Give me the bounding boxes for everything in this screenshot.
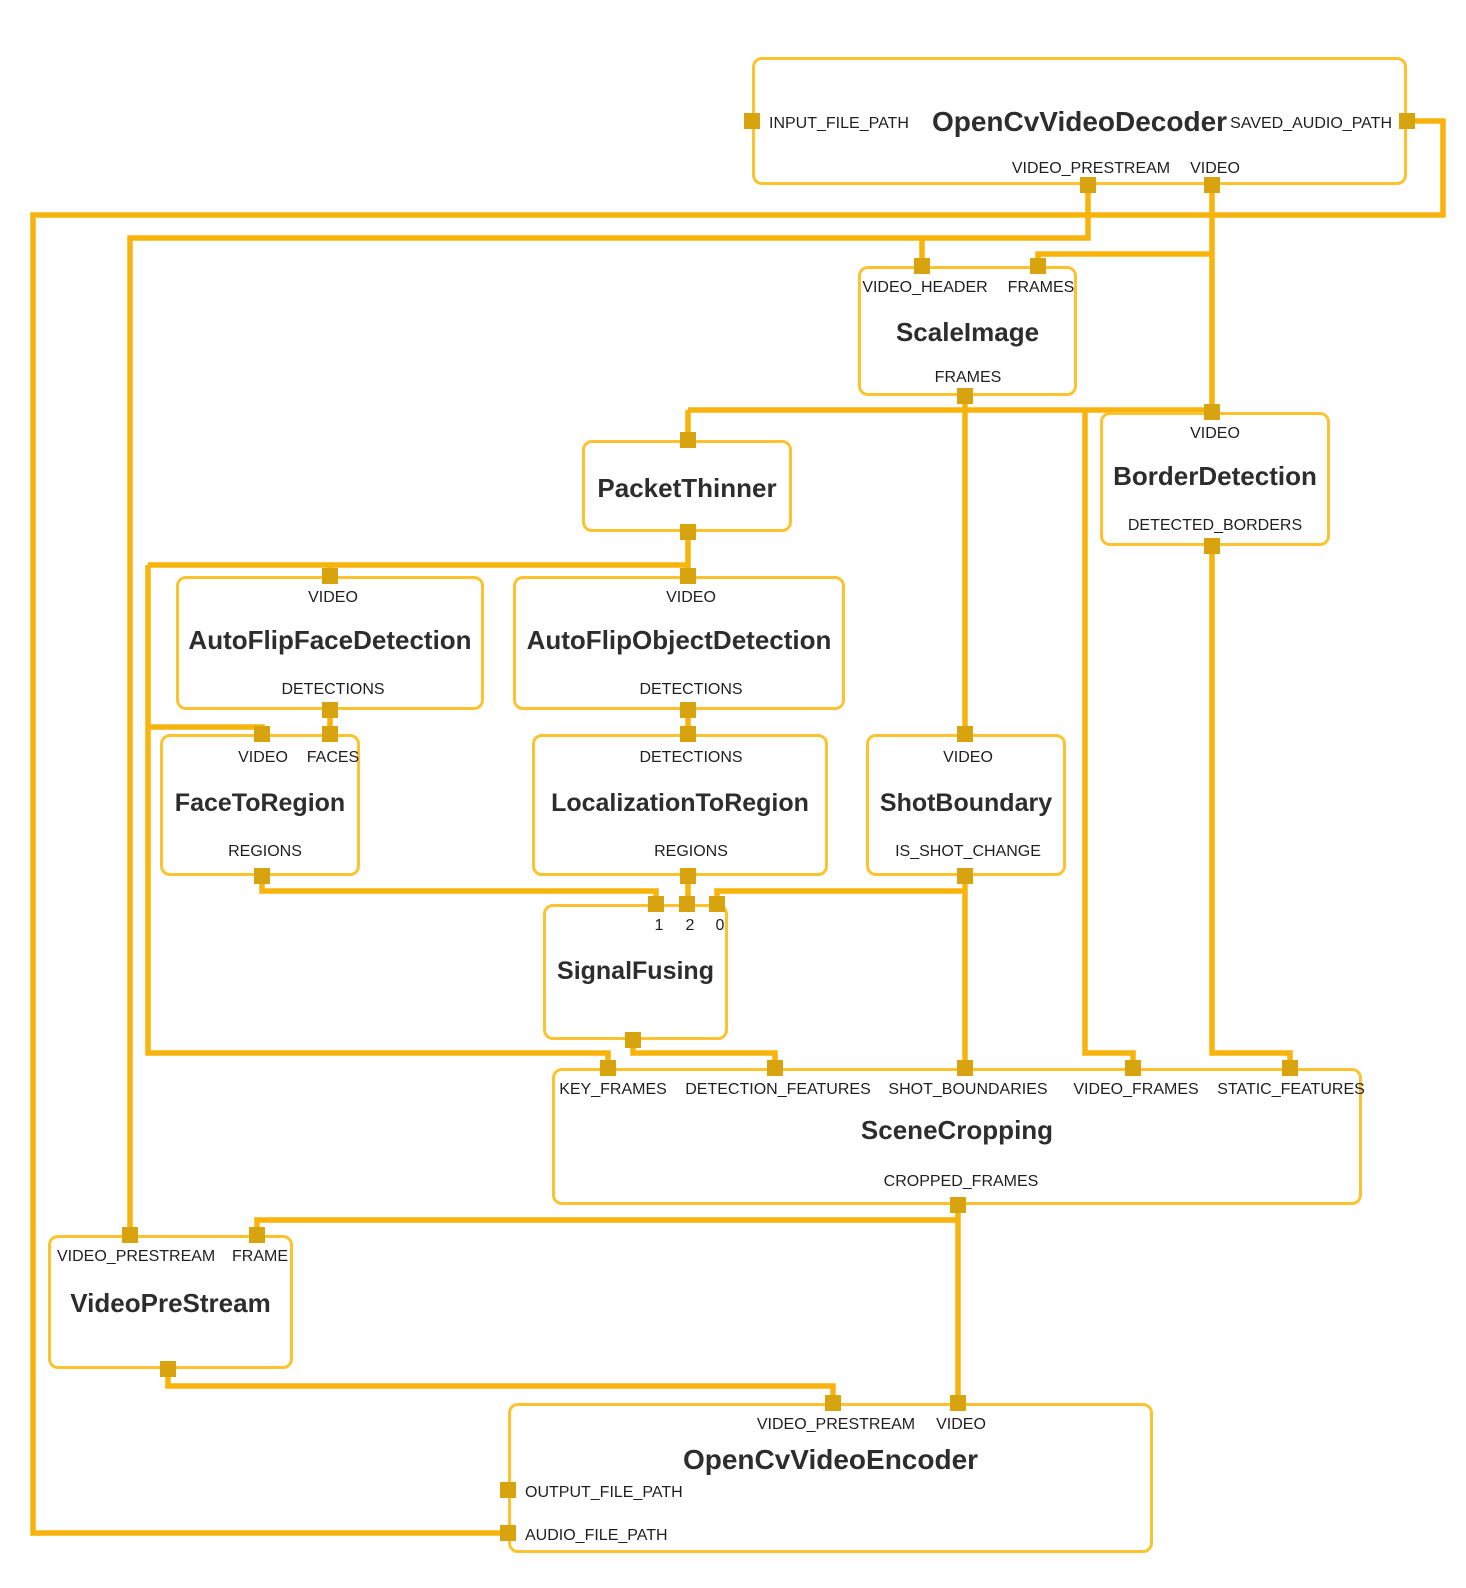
- node-title: ShotBoundary: [879, 789, 1053, 817]
- node-title: FaceToRegion: [174, 789, 346, 817]
- node-autoflip-object-detection[interactable]: VIDEO AutoFlipObjectDetection DETECTIONS: [513, 576, 845, 710]
- port-label-video-prestream: VIDEO_PRESTREAM: [756, 1416, 916, 1433]
- node-opencv-video-decoder[interactable]: INPUT_FILE_PATH OpenCvVideoDecoder SAVED…: [752, 57, 1407, 185]
- port-label-0: 0: [715, 917, 725, 934]
- port-label-output-file-path: OUTPUT_FILE_PATH: [525, 1484, 683, 1501]
- node-scale-image[interactable]: VIDEO_HEADER FRAMES ScaleImage FRAMES: [858, 266, 1077, 396]
- port-label-video: VIDEO: [943, 749, 993, 766]
- port-label-detections: DETECTIONS: [639, 749, 743, 766]
- edge-shot-change-to-fusing-0: [714, 888, 965, 904]
- port-label-video-prestream: VIDEO_PRESTREAM: [57, 1248, 216, 1265]
- node-autoflip-face-detection[interactable]: VIDEO AutoFlipFaceDetection DETECTIONS: [176, 576, 484, 710]
- node-title: BorderDetection: [1113, 461, 1317, 491]
- node-title: AutoFlipObjectDetection: [526, 625, 832, 655]
- port-label-regions: REGIONS: [228, 843, 302, 860]
- port-label-regions: REGIONS: [654, 843, 728, 860]
- port-label-frames-in: FRAMES: [1007, 279, 1075, 296]
- port-label-video: VIDEO: [666, 589, 716, 606]
- port-label-detections: DETECTIONS: [639, 681, 743, 698]
- node-face-to-region[interactable]: VIDEO FACES FaceToRegion REGIONS: [160, 734, 360, 876]
- port-label-detection-features: DETECTION_FEATURES: [685, 1081, 871, 1098]
- node-scene-cropping[interactable]: KEY_FRAMES DETECTION_FEATURES SHOT_BOUND…: [552, 1068, 1365, 1205]
- port-label-faces: FACES: [306, 749, 360, 766]
- port-label-key-frames: KEY_FRAMES: [559, 1081, 667, 1098]
- node-title: SignalFusing: [557, 957, 714, 985]
- port-label-detected-borders: DETECTED_BORDERS: [1127, 517, 1303, 534]
- port-label-audio-file-path: AUDIO_FILE_PATH: [525, 1527, 668, 1544]
- port-label-saved-audio-path: SAVED_AUDIO_PATH: [1230, 115, 1392, 132]
- node-title: OpenCvVideoEncoder: [682, 1444, 979, 1475]
- port-label-detections: DETECTIONS: [281, 681, 385, 698]
- port-label-video: VIDEO: [1190, 425, 1240, 442]
- port-label-input-file-path: INPUT_FILE_PATH: [769, 115, 909, 132]
- edge-fusing-to-detection-features: [630, 1040, 778, 1068]
- port-label-video-header: VIDEO_HEADER: [862, 279, 988, 296]
- edge-face-regions-to-fusing-1: [259, 876, 659, 904]
- port-label-video: VIDEO: [308, 589, 358, 606]
- port-label-video-frames: VIDEO_FRAMES: [1073, 1081, 1199, 1098]
- port-label-video: VIDEO: [1190, 160, 1240, 177]
- port-label-shot-boundaries: SHOT_BOUNDARIES: [888, 1081, 1048, 1098]
- node-signal-fusing[interactable]: 1 2 0 SignalFusing: [543, 904, 728, 1040]
- port-label-cropped-frames: CROPPED_FRAMES: [883, 1173, 1039, 1190]
- port-label-video-prestream: VIDEO_PRESTREAM: [1011, 160, 1171, 177]
- node-title: PacketThinner: [597, 473, 777, 503]
- edge-borders-to-static-features: [1209, 546, 1293, 1068]
- node-border-detection[interactable]: VIDEO BorderDetection DETECTED_BORDERS: [1100, 412, 1330, 546]
- port-label-is-shot-change: IS_SHOT_CHANGE: [895, 843, 1041, 860]
- port-label-video: VIDEO: [238, 749, 288, 766]
- edge-video-prestream-node-to-encoder: [165, 1369, 836, 1403]
- node-title: OpenCvVideoDecoder: [931, 106, 1228, 137]
- node-opencv-video-encoder[interactable]: VIDEO_PRESTREAM VIDEO OpenCvVideoEncoder…: [508, 1403, 1153, 1553]
- edge-downsampled-to-face-to-region-video: [148, 724, 265, 734]
- node-title: ScaleImage: [895, 317, 1040, 347]
- node-title: AutoFlipFaceDetection: [188, 625, 472, 655]
- port-label-2: 2: [685, 917, 695, 934]
- port-label-frame: FRAME: [232, 1248, 288, 1265]
- node-shot-boundary[interactable]: VIDEO ShotBoundary IS_SHOT_CHANGE: [866, 734, 1066, 876]
- node-video-prestream[interactable]: VIDEO_PRESTREAM FRAME VideoPreStream: [48, 1235, 293, 1369]
- node-title: SceneCropping: [860, 1115, 1054, 1145]
- port-label-1: 1: [654, 917, 664, 934]
- port-label-video: VIDEO: [936, 1416, 986, 1433]
- edge-video-to-scale-frames: [1035, 251, 1212, 266]
- edge-video-prestream-bus: [127, 185, 1091, 1235]
- node-title: LocalizationToRegion: [551, 789, 809, 817]
- port-label-static-features: STATIC_FEATURES: [1217, 1081, 1365, 1098]
- node-localization-to-region[interactable]: DETECTIONS LocalizationToRegion REGIONS: [532, 734, 828, 876]
- node-title: VideoPreStream: [70, 1288, 271, 1318]
- port-label-frames-out: FRAMES: [934, 369, 1002, 386]
- node-packet-thinner[interactable]: PacketThinner: [582, 440, 792, 532]
- edge-saved-audio-path-to-audio-file-path: [30, 118, 1446, 1536]
- edge-cropped-frames-to-prestream-frame: [254, 1217, 958, 1235]
